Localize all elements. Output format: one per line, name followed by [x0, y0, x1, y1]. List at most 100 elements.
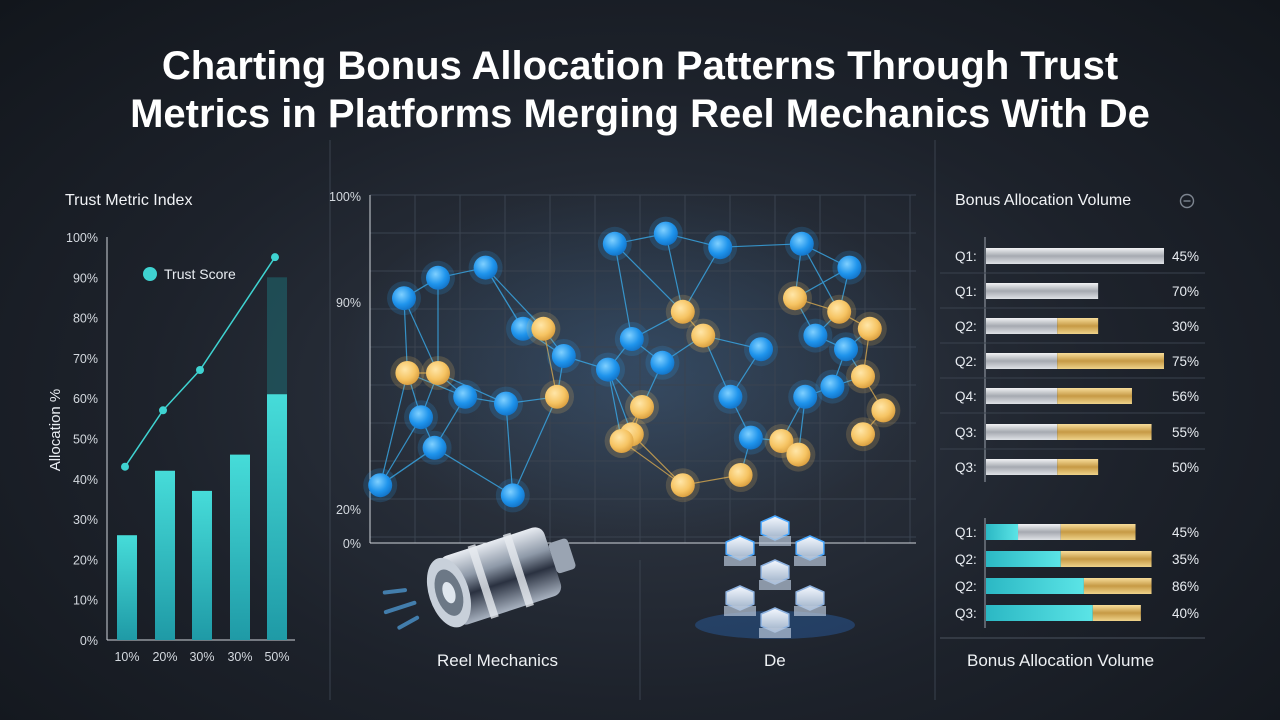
network-edge: [379, 372, 408, 486]
row-value: 86%: [1172, 579, 1199, 594]
network-edge: [485, 267, 544, 330]
bar-segment: [986, 551, 1061, 567]
bar-segment: [1057, 459, 1099, 475]
blue-node: [834, 337, 858, 362]
bonus-volume-footer: Bonus Allocation Volume: [967, 651, 1155, 670]
row-value: 45%: [1172, 249, 1199, 264]
bar: [155, 470, 175, 640]
network-edge: [403, 298, 408, 374]
row-label: Q1:: [955, 249, 977, 264]
y-tick-label: 40%: [73, 473, 98, 487]
bar-segment: [986, 459, 1058, 475]
x-tick-label: 20%: [152, 650, 177, 664]
bar: [267, 394, 287, 640]
blue-node: [803, 323, 828, 348]
bar-segment: [1060, 524, 1136, 540]
minus-circle-icon[interactable]: [1179, 193, 1195, 209]
hexagon-side: [759, 536, 791, 546]
row-label: Q3:: [955, 460, 977, 475]
bar-segment: [986, 318, 1058, 334]
network-edge: [801, 243, 840, 313]
blue-node: [422, 435, 447, 460]
bar-segment: [986, 353, 1058, 369]
bar-segment: [986, 578, 1084, 594]
blue-node: [500, 483, 525, 508]
blue-node: [749, 337, 773, 362]
trust-metric-chart: 0%10%20%30%40%50%60%70%80%90%100% Alloca…: [47, 231, 295, 664]
bar-segment: [1057, 424, 1152, 440]
bar-shadow: [267, 277, 287, 395]
network-edge: [720, 243, 802, 248]
gold-node: [728, 463, 753, 487]
y-tick-label: 20%: [73, 553, 98, 567]
blue-node: [820, 374, 845, 399]
trust-metric-title: Trust Metric Index: [65, 192, 193, 209]
de-label: De: [764, 651, 786, 670]
row-value: 75%: [1172, 354, 1199, 369]
blue-node: [368, 473, 393, 498]
bar-segment: [986, 248, 1164, 264]
title-line-1: Charting Bonus Allocation Patterns Throu…: [161, 44, 1119, 88]
y-tick-label: 80%: [73, 312, 98, 326]
bar: [230, 454, 250, 640]
y-tick-label: 100%: [66, 231, 98, 245]
hexagon-side: [759, 580, 791, 590]
blue-node: [793, 384, 818, 409]
title-line-2: Metrics in Platforms Merging Reel Mechan…: [130, 92, 1150, 136]
network-edge: [614, 243, 633, 340]
y-tick-label: 0%: [80, 634, 98, 648]
blue-node: [789, 231, 814, 256]
row-value: 55%: [1172, 425, 1199, 440]
bar-segment: [986, 424, 1058, 440]
bar-segment: [1060, 551, 1152, 567]
row-label: Q2:: [955, 579, 977, 594]
blue-node: [426, 265, 450, 290]
network-edge: [512, 396, 558, 496]
blue-node: [551, 344, 576, 368]
left-y-label: Allocation %: [47, 389, 64, 472]
blue-node: [718, 384, 743, 409]
network-edge: [631, 433, 684, 486]
row-value: 50%: [1172, 460, 1199, 475]
y-tick-label: 30%: [73, 513, 98, 527]
legend-marker: [143, 267, 157, 281]
gold-node: [691, 323, 716, 348]
blue-node: [653, 221, 678, 246]
row-label: Q2:: [955, 354, 977, 369]
blue-node: [738, 425, 763, 450]
gold-node: [545, 384, 569, 409]
gold-node: [630, 395, 654, 419]
bar: [192, 490, 212, 640]
blue-node: [708, 235, 733, 260]
blue-node: [619, 327, 644, 351]
blue-node: [409, 405, 433, 430]
legend-label: Trust Score: [164, 266, 236, 282]
trust-score-point: [121, 462, 129, 471]
gold-node: [769, 429, 794, 453]
bonus-volume-title: Bonus Allocation Volume: [955, 192, 1132, 209]
gold-node: [426, 361, 450, 385]
x-tick-label: 10%: [114, 650, 139, 664]
row-value: 40%: [1172, 606, 1199, 621]
blue-node: [494, 391, 518, 416]
row-label: Q2:: [955, 552, 977, 567]
blue-node: [650, 350, 675, 375]
mid-y-tick-label: 0%: [343, 537, 361, 551]
y-tick-label: 50%: [73, 433, 98, 447]
mid-y-tick-label: 100%: [329, 190, 361, 204]
bar: [117, 535, 137, 640]
y-tick-label: 90%: [73, 271, 98, 285]
legend: Trust Score: [143, 266, 236, 282]
row-label: Q3:: [955, 425, 977, 440]
row-value: 45%: [1172, 525, 1199, 540]
network-edge: [682, 246, 721, 313]
x-tick-label: 30%: [189, 650, 214, 664]
blue-node: [473, 255, 498, 280]
gold-node: [857, 316, 882, 341]
bar-segment: [1083, 578, 1152, 594]
trust-score-line: [124, 256, 276, 468]
hexagon-side: [794, 606, 826, 616]
bar-segment: [986, 388, 1058, 404]
bonus-volume-chart: Q1:45%Q1:70%Q2:30%Q2:75%Q4:56%Q3:55%Q3:5…: [940, 193, 1205, 639]
